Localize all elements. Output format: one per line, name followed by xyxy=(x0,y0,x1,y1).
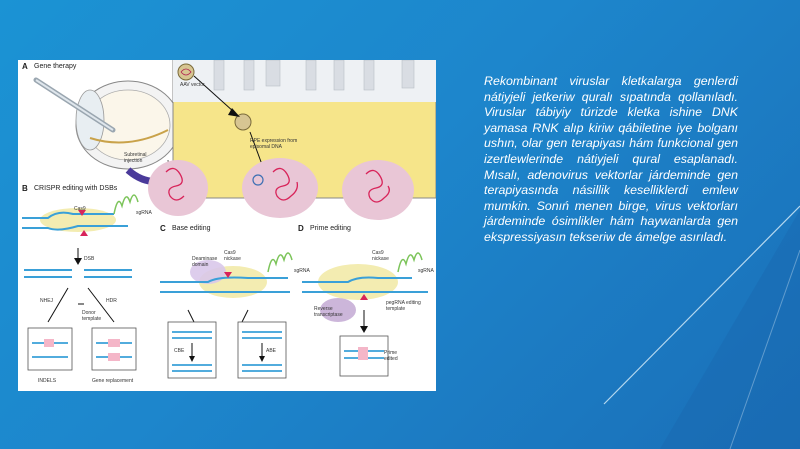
abe-label: ABE xyxy=(266,348,277,354)
sgrna-label-b: sgRNA xyxy=(136,210,152,216)
gene-replacement-label: Gene replacement xyxy=(92,378,134,384)
rpe-expression-label: RPE expression from episomal DNA xyxy=(250,138,298,150)
reverse-transcriptase-label: Reverse transcriptase xyxy=(314,306,343,318)
sgrna-label-d: sgRNA xyxy=(418,268,434,274)
cas9-nickase-label-c: Cas9 nickase xyxy=(224,250,241,262)
body-paragraph: Rekombinant viruslar kletkalarga genlerd… xyxy=(484,74,738,244)
subretinal-label: Subretinal injection xyxy=(124,152,147,164)
pegrna-label: pegRNA editing template xyxy=(386,300,421,312)
dsb-label: DSB xyxy=(84,256,95,262)
figure-drawing xyxy=(22,60,436,379)
panel-a-label: A xyxy=(22,62,28,71)
cas9-nickase-label-d: Cas9 nickase xyxy=(372,250,389,262)
cbe-label: CBE xyxy=(174,348,185,354)
panel-d-label: D xyxy=(298,224,304,233)
panel-b-title: CRISPR editing with DSBs xyxy=(34,185,118,192)
gene-therapy-figure: A Gene therapy AAV vector Subretinal inj… xyxy=(18,60,436,391)
indels-label: INDELS xyxy=(38,378,57,384)
nhej-label: NHEJ xyxy=(40,298,54,304)
hdr-label: HDR xyxy=(106,298,117,304)
panel-b-label: B xyxy=(22,184,28,193)
aav-vector-label: AAV vector xyxy=(180,82,205,88)
panel-c-label: C xyxy=(160,224,166,233)
deaminase-domain-label: Deaminase domain xyxy=(192,256,218,268)
panel-d-title: Prime editing xyxy=(310,225,351,232)
sgrna-label-c: sgRNA xyxy=(294,268,310,274)
panel-c-title: Base editing xyxy=(172,225,211,232)
eye-illustration xyxy=(33,77,181,170)
panel-a-title: Gene therapy xyxy=(34,63,77,70)
donor-template-label: Donor template xyxy=(82,310,102,322)
prime-edited-label: Prime edited xyxy=(384,350,398,362)
cas9-label: Cas9 xyxy=(74,206,86,212)
